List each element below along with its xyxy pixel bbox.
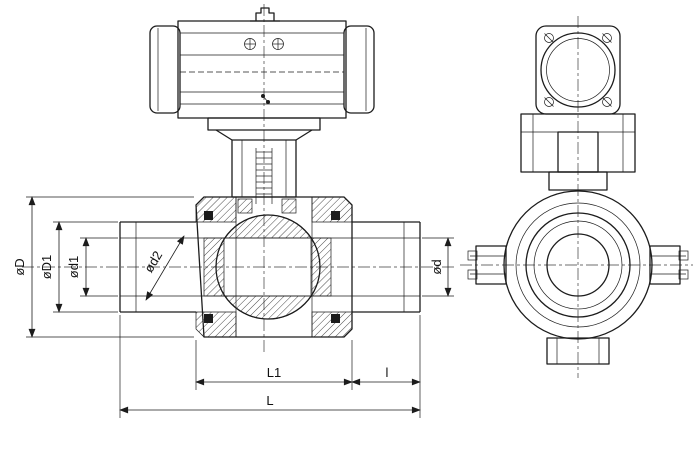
dim-label-L: L	[266, 393, 273, 408]
dim-label-l: l	[386, 365, 389, 380]
o-ring-seal	[204, 211, 213, 220]
o-ring-seal	[331, 211, 340, 220]
front-view-actuator	[149, 7, 375, 204]
actuator-corner-screw-icon	[544, 33, 612, 107]
dim-label-dia-d1: ød1	[66, 256, 81, 278]
side-view-actuator	[535, 25, 621, 115]
o-ring-seal	[204, 314, 213, 323]
actuator-screw-icon	[244, 38, 256, 50]
side-view-valve-body	[503, 190, 653, 340]
dim-label-dia-d: ød	[429, 259, 444, 274]
dim-label-L1: L1	[267, 365, 281, 380]
valve-seat	[310, 237, 332, 297]
side-view-bracket	[520, 113, 636, 191]
front-view-centerlines	[22, 4, 456, 352]
side-view-centerlines	[460, 16, 693, 378]
dim-label-dia-D: øD	[12, 258, 27, 275]
o-ring-seal	[331, 314, 340, 323]
valve-stem-thread	[255, 148, 273, 204]
dim-label-dia-D1: øD1	[39, 255, 54, 280]
actuator-screw-icon	[272, 38, 284, 50]
dimension-annotations-front: øD øD1 ød1 ød2 ød L1 l L	[12, 196, 454, 418]
side-view-flange-lugs	[467, 245, 689, 285]
valve-seat	[203, 237, 225, 297]
side-view-foot	[546, 337, 610, 365]
dim-label-dia-d2: ød2	[141, 248, 165, 275]
